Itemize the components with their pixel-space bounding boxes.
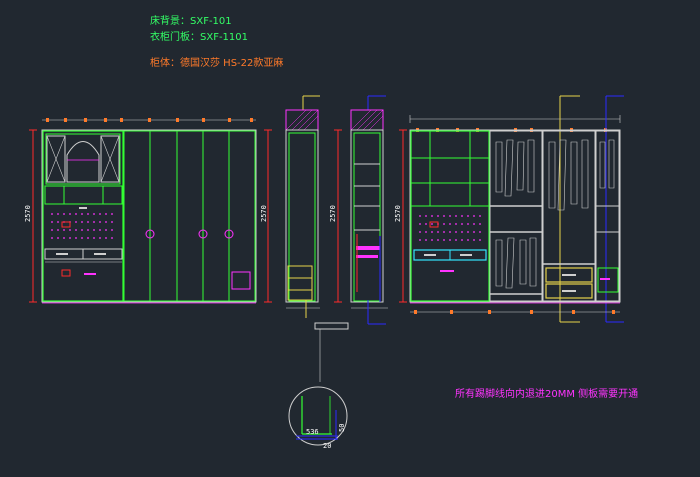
height-dimension-2: 2570 xyxy=(260,205,268,222)
note-bed-background: 床背景：SXF-101 xyxy=(150,14,232,27)
detail-dimension-a: 536 xyxy=(306,428,319,436)
elevation-front-closed: 2570 xyxy=(24,118,272,304)
detail-dimension-b: 50 xyxy=(338,424,346,432)
section-view-a: 2570 xyxy=(285,95,349,382)
section-view-b: 2570 xyxy=(350,95,407,325)
height-dimension-3: 2570 xyxy=(329,205,337,222)
note-cabinet-body: 柜体：德国汉莎 HS-22款亚麻 xyxy=(150,56,283,69)
elevation-front-open xyxy=(409,95,624,323)
detail-callout: 536 50 20 xyxy=(288,386,348,450)
detail-dimension-c: 20 xyxy=(323,442,331,450)
note-skirting-instruction: 所有踢脚线向内退进20MM 侧板需要开通 xyxy=(455,387,638,400)
height-dimension-4: 2570 xyxy=(394,205,402,222)
height-dimension-1: 2570 xyxy=(24,205,32,222)
note-door-panel: 衣柜门板：SXF-1101 xyxy=(150,30,248,43)
